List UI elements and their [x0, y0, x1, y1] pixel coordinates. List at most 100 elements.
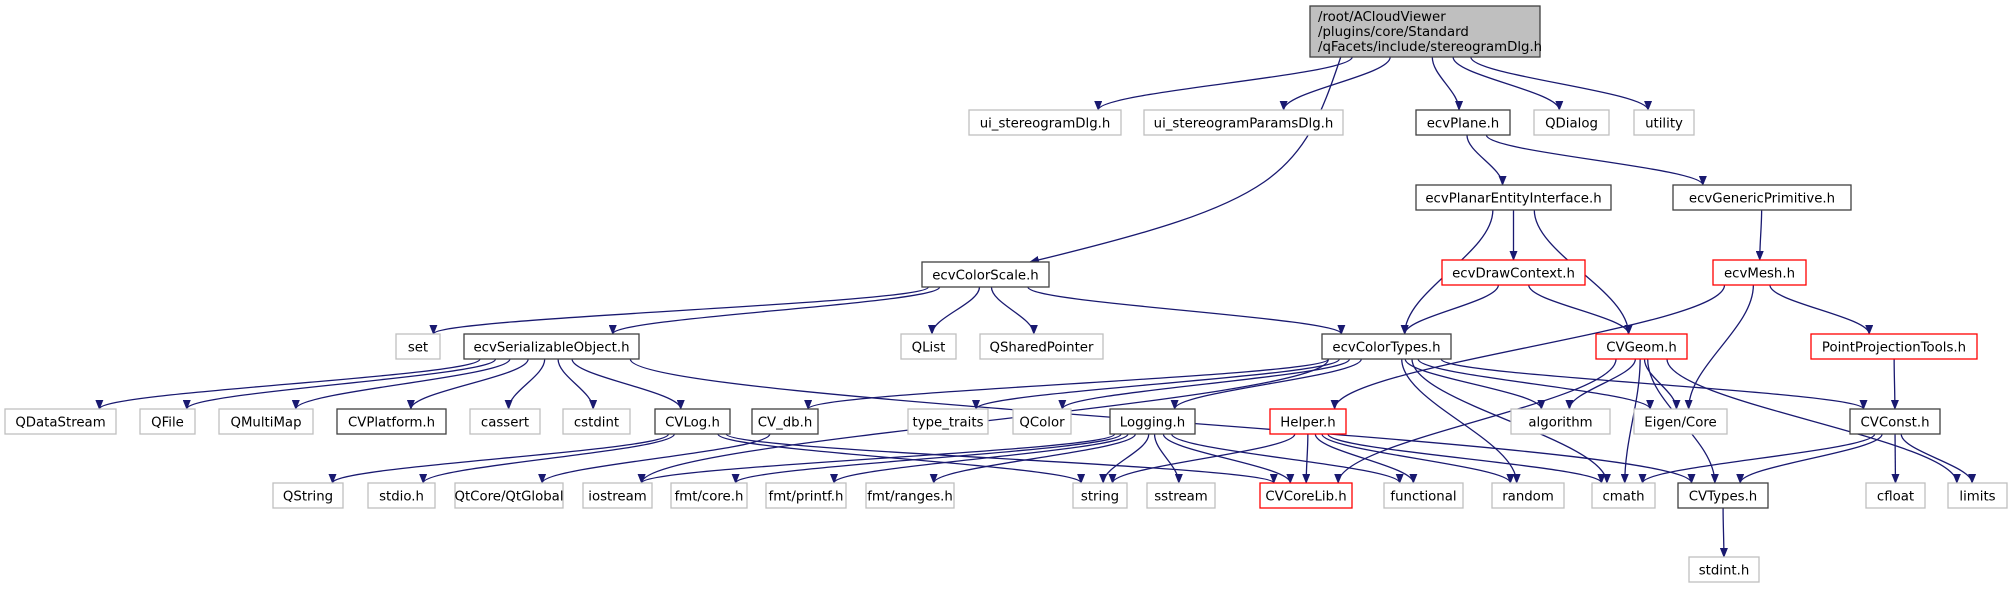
node-label: QMultiMap [230, 416, 301, 431]
node-label: QFile [151, 416, 184, 431]
edge-CVLog-to-string [717, 433, 1085, 484]
node-ecvGenericPrimitive[interactable]: ecvGenericPrimitive.h [1672, 184, 1852, 211]
edge-Logging-to-string [1099, 433, 1150, 484]
node-fmtranges: fmt/ranges.h [865, 482, 955, 509]
node-ecvPlanarEntityInterface[interactable]: ecvPlanarEntityInterface.h [1415, 184, 1612, 211]
node-label: ecvPlane.h [1427, 117, 1499, 132]
node-box [979, 333, 1104, 360]
node-label: CV_db.h [758, 416, 813, 431]
node-stdio: stdio.h [367, 482, 436, 509]
edge-PointProjectionTools-to-CVConst [1890, 358, 1899, 410]
node-label: fmt/ranges.h [867, 490, 953, 505]
edge-ecvSerializableObject-to-cstdint [557, 358, 598, 410]
node-CVCoreLib[interactable]: CVCoreLib.h [1259, 482, 1353, 509]
node-box [139, 408, 196, 435]
node-box [1143, 109, 1344, 136]
node-box [1269, 408, 1347, 435]
node-stdint: stdint.h [1688, 556, 1760, 583]
edge-ecvSerializableObject-to-cassert [504, 358, 546, 410]
node-box [1146, 482, 1216, 509]
node-box [562, 408, 631, 435]
edge-ecvColorTypes-to-cmath [1411, 358, 1611, 484]
node-CVLog[interactable]: CVLog.h [654, 408, 731, 435]
node-box [865, 482, 955, 509]
edge-Helper-to-random [1321, 433, 1515, 484]
node-Helper[interactable]: Helper.h [1269, 408, 1347, 435]
node-Logging[interactable]: Logging.h [1109, 408, 1196, 435]
node-CVGeom[interactable]: CVGeom.h [1595, 333, 1688, 360]
node-CVConst[interactable]: CVConst.h [1849, 408, 1941, 435]
node-label: fmt/printf.h [769, 490, 844, 505]
edge-ecvColorScale-to-QList [928, 286, 981, 335]
node-label: CVConst.h [1860, 416, 1929, 431]
node-box [454, 482, 564, 509]
edge-CVGeom-to-EigenCore [1643, 358, 1681, 410]
node-box [4, 408, 117, 435]
edge-ecvColorTypes-to-CVConst [1440, 358, 1868, 410]
node-label: fmt/core.h [675, 490, 744, 505]
node-box [1383, 482, 1464, 509]
node-label: set [408, 341, 428, 356]
edge-CVTypes-to-stdint [1719, 507, 1728, 558]
edge-CVGeom-to-algorithm [1565, 358, 1637, 410]
node-box [968, 109, 1122, 136]
node-root[interactable]: /root/ACloudViewer/plugins/core/Standard… [1309, 5, 1542, 58]
node-cstdint: cstdint [562, 408, 631, 435]
node-ecvDrawContext[interactable]: ecvDrawContext.h [1441, 259, 1586, 286]
node-cfloat: cfloat [1865, 482, 1926, 509]
node-box [1415, 109, 1511, 136]
edge-ecvColorTypes-to-CV_db [804, 358, 1330, 410]
node-label: limits [1959, 490, 1995, 505]
node-box [272, 482, 344, 509]
edge-ecvSerializableObject-to-CVPlatform [406, 358, 529, 410]
edge-CVGeom-to-CVCoreLib [1334, 358, 1617, 484]
edge-CVConst-to-CVTypes [1736, 433, 1883, 484]
node-label: random [1502, 490, 1554, 505]
edge-ecvSerializableObject-to-QMultiMap [291, 358, 511, 410]
node-label: QColor [1019, 416, 1065, 431]
node-label: CVPlatform.h [348, 416, 435, 431]
node-CVTypes[interactable]: CVTypes.h [1677, 482, 1769, 509]
node-box [1688, 556, 1760, 583]
node-ui_stereogramParamsDlg: ui_stereogramParamsDlg.h [1143, 109, 1344, 136]
node-CV_db[interactable]: CV_db.h [751, 408, 819, 435]
node-label: stdio.h [379, 490, 424, 505]
node-label: QSharedPointer [990, 341, 1094, 356]
node-label: cassert [481, 416, 529, 431]
node-ecvColorScale[interactable]: ecvColorScale.h [921, 261, 1050, 288]
node-label: QList [912, 341, 946, 356]
node-CVPlatform[interactable]: CVPlatform.h [336, 408, 447, 435]
edge-ecvColorScale-to-ecvSerializableObject [608, 286, 941, 335]
node-fmtcore: fmt/core.h [670, 482, 748, 509]
edge-ecvColorTypes-to-algorithm [1404, 358, 1546, 410]
node-box [654, 408, 731, 435]
edge-ecvColorScale-to-ecvColorTypes [1027, 286, 1346, 335]
edge-Logging-to-fmtprintf [830, 433, 1129, 484]
edge-ecvDrawContext-to-CVGeom [1528, 284, 1633, 335]
node-box [469, 408, 541, 435]
edge-CVConst-to-cmath [1638, 433, 1876, 484]
node-PointProjectionTools[interactable]: PointProjectionTools.h [1810, 333, 1978, 360]
node-ecvColorTypes[interactable]: ecvColorTypes.h [1321, 333, 1452, 360]
edge-root-to-ecvPlane [1431, 56, 1464, 111]
node-label: PointProjectionTools.h [1822, 341, 1966, 356]
node-label: Logging.h [1120, 416, 1185, 431]
node-label: string [1081, 490, 1119, 505]
node-QString: QString [272, 482, 344, 509]
node-box [395, 333, 441, 360]
node-label: CVLog.h [665, 416, 720, 431]
node-ecvSerializableObject[interactable]: ecvSerializableObject.h [463, 333, 640, 360]
node-label: /root/ACloudViewer [1318, 10, 1446, 25]
node-box [1415, 184, 1612, 211]
node-random: random [1491, 482, 1565, 509]
node-box [921, 261, 1050, 288]
node-label: /plugins/core/Standard [1318, 25, 1469, 40]
edge-root-to-utility [1470, 56, 1652, 111]
edge-Logging-to-sstream [1153, 433, 1183, 484]
edge-Logging-to-fmtranges [929, 433, 1136, 484]
node-label: QDataStream [15, 416, 105, 431]
node-ecvMesh[interactable]: ecvMesh.h [1712, 259, 1807, 286]
node-ecvPlane[interactable]: ecvPlane.h [1415, 109, 1511, 136]
node-box [1012, 408, 1072, 435]
edge-CVLog-to-QString [328, 433, 670, 484]
